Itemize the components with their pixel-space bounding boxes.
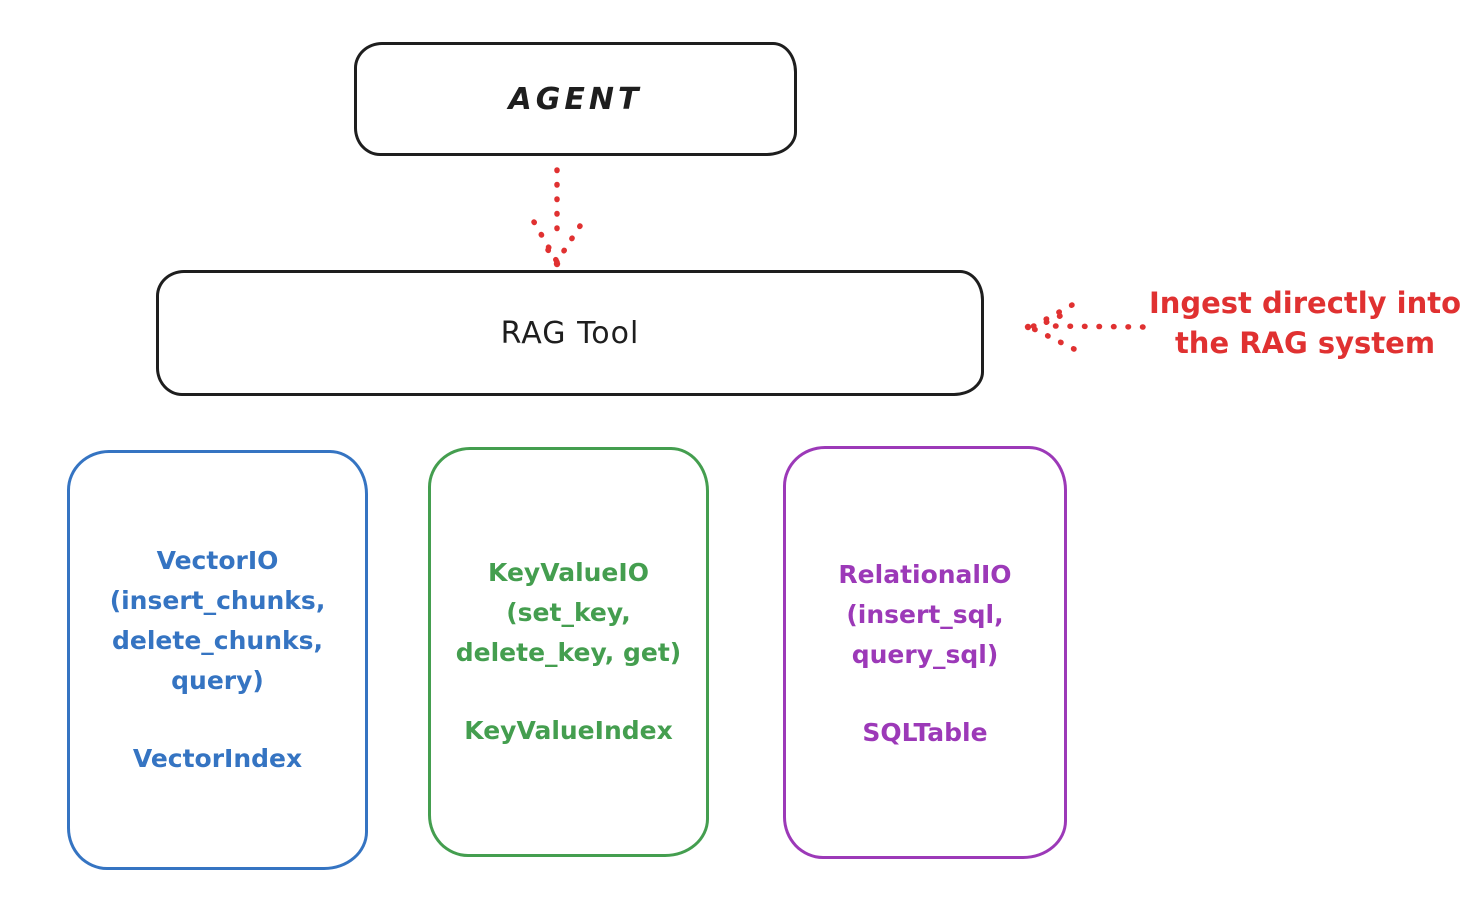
vector-index-label: VectorIndex [132,744,303,773]
rag-tool-node: RAG Tool [156,270,984,396]
store-io-line: VectorIO [156,546,279,575]
agent-to-rag-arrow [531,167,583,268]
agent-node-label: AGENT [508,81,643,117]
key-value-io-text: KeyValueIO (set_key, delete_key, get) [456,553,681,673]
vector-io-card: VectorIO (insert_chunks, delete_chunks, … [67,450,368,870]
rag-tool-node-label: RAG Tool [500,315,640,351]
store-io-line: delete_key, get) [455,638,682,667]
vector-io-text: VectorIO (insert_chunks, delete_chunks, … [110,541,326,701]
store-io-line: KeyValueIO [488,558,649,587]
ingest-annotation-line2: the RAG system [1174,326,1436,360]
ingest-annotation-line1: Ingest directly into [1148,286,1462,320]
store-io-line: (insert_sql, [846,600,1004,629]
store-io-line: query) [171,666,264,695]
store-io-line: delete_chunks, [112,626,323,655]
ingest-annotation: Ingest directly into the RAG system [1130,283,1480,363]
key-value-io-card: KeyValueIO (set_key, delete_key, get) Ke… [428,447,709,857]
store-io-line: RelationalIO [838,560,1012,589]
agent-node: AGENT [354,42,797,156]
store-io-line: (insert_chunks, [109,586,326,615]
ingest-annotation-arrow [1024,302,1146,352]
relational-io-card: RelationalIO (insert_sql, query_sql) SQL… [783,446,1067,859]
key-value-index-label: KeyValueIndex [464,716,673,745]
store-io-line: (set_key, [506,598,631,627]
relational-io-text: RelationalIO (insert_sql, query_sql) [838,555,1011,675]
store-io-line: query_sql) [851,640,999,669]
sql-table-label: SQLTable [862,718,988,747]
